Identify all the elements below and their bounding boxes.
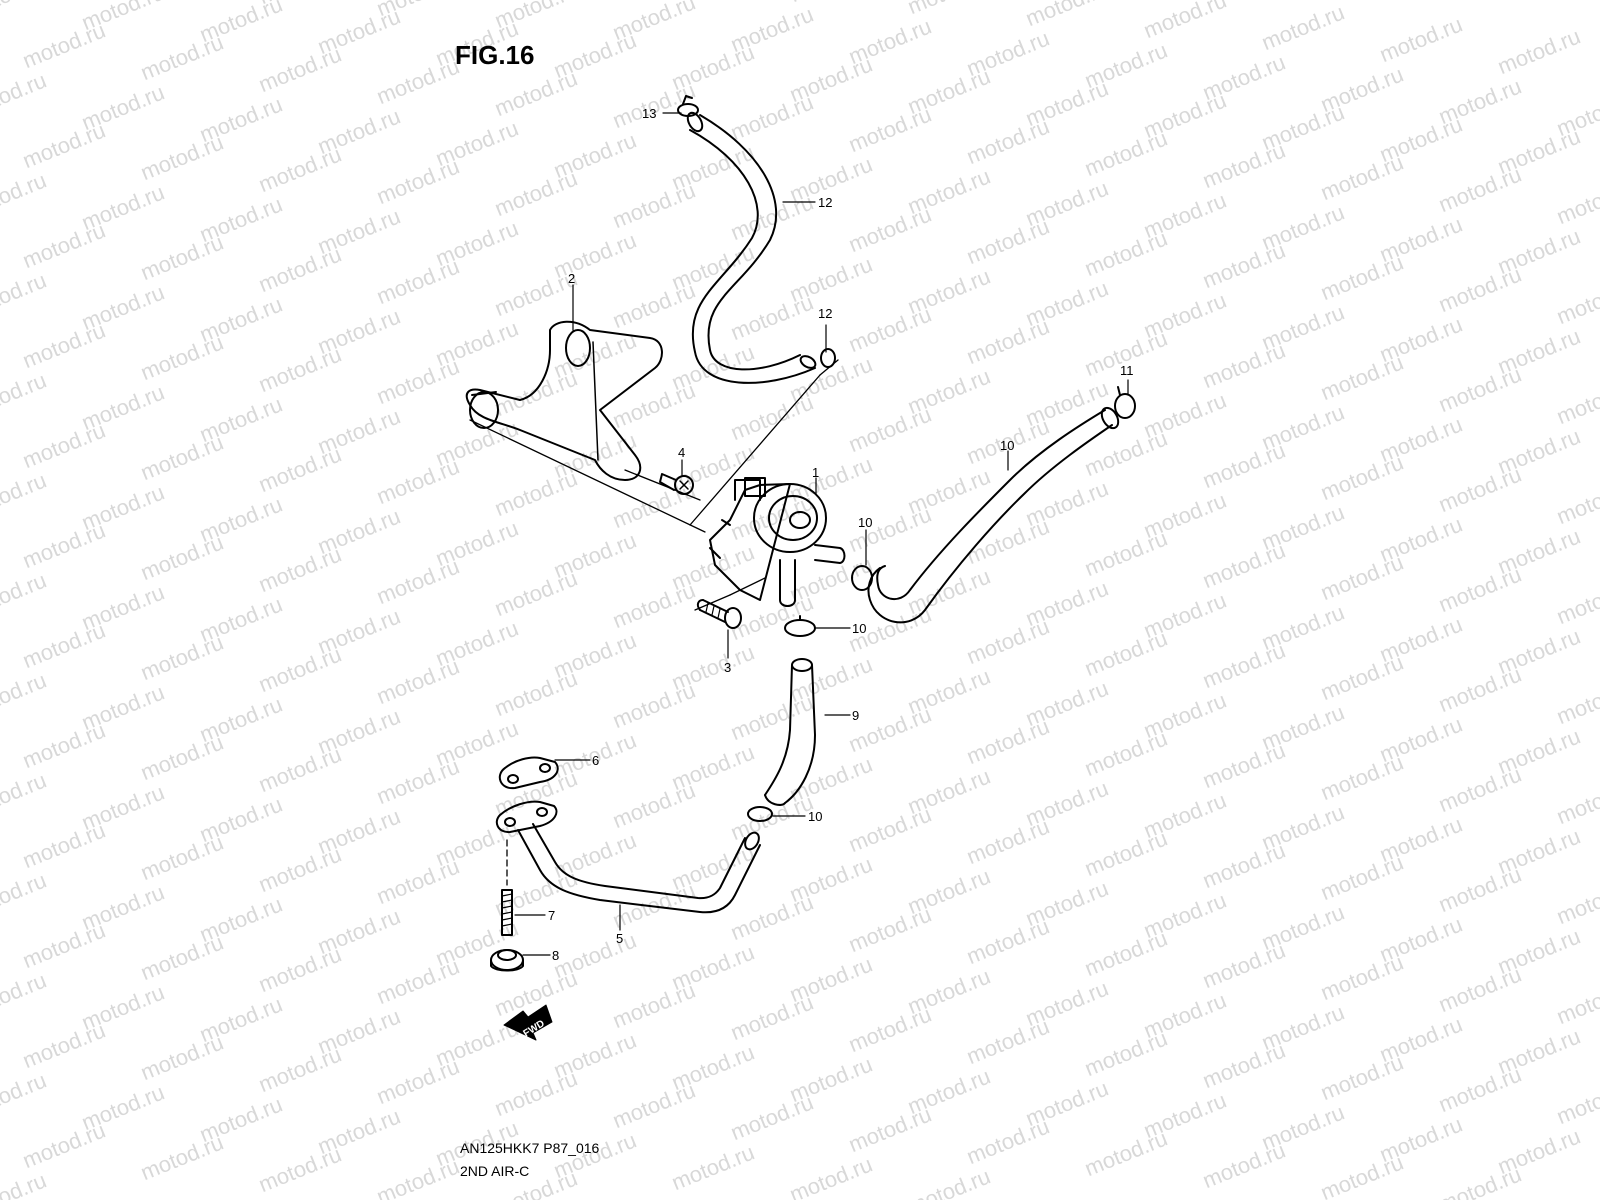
fwd-arrow-icon: FWD [503, 1004, 553, 1041]
part-5-pipe [495, 800, 761, 914]
callout-6: 6 [592, 753, 599, 768]
callout-7: 7 [548, 908, 555, 923]
reference-lines [469, 359, 839, 886]
callout-12-middle: 10 [858, 515, 872, 530]
part-10-clamp-upper [784, 615, 816, 637]
callout-10-lower: 10 [808, 809, 822, 824]
part-1-valve [709, 477, 846, 607]
footer-name: 2ND AIR-C [460, 1163, 530, 1179]
part-15-clip [677, 95, 699, 117]
callout-10-upper: 10 [852, 621, 866, 636]
part-8-nut [490, 949, 524, 972]
callout-14: 12 [818, 306, 832, 321]
part-2-bracket [465, 320, 663, 481]
callout-2: 2 [568, 271, 575, 286]
callout-12-right: 11 [1120, 363, 1134, 378]
part-9-hose [764, 658, 816, 806]
part-7-stud [501, 889, 513, 936]
callout-labels: 13 12 2 12 11 10 4 1 10 10 3 9 6 10 7 5 … [548, 106, 1134, 963]
part-10-clamp-lower [747, 806, 773, 822]
part-3-bolt [696, 599, 742, 629]
callout-15: 13 [642, 106, 656, 121]
part-11-hose [867, 406, 1120, 624]
callout-leaders [514, 112, 1129, 956]
part-12-clamp-right [1114, 386, 1136, 419]
callout-8: 8 [552, 948, 559, 963]
part-4-screw [659, 473, 694, 495]
figure-title: FIG.16 [455, 40, 535, 70]
callout-9: 9 [852, 708, 859, 723]
callout-13: 12 [818, 195, 832, 210]
callout-5: 5 [616, 931, 623, 946]
footer-code: AN125HKK7 P87_016 [460, 1140, 600, 1156]
part-6-gasket [498, 756, 559, 790]
part-13-hose [686, 111, 817, 384]
callout-4: 4 [678, 445, 685, 460]
part-12-clamp-middle [851, 565, 873, 591]
callout-11: 10 [1000, 438, 1014, 453]
callout-3: 3 [724, 660, 731, 675]
part-14-clip [820, 348, 836, 368]
callout-1: 1 [812, 465, 819, 480]
